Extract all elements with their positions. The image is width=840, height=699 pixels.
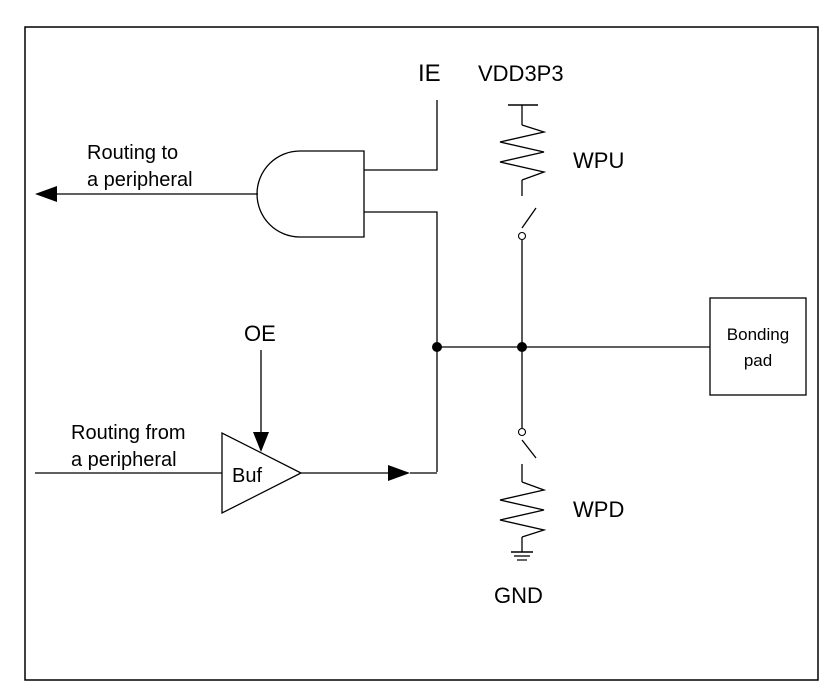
wpu-switch-blade (521, 207, 537, 229)
routing-from-label-line1: Routing from (71, 422, 186, 444)
junction-dot-left (432, 342, 442, 352)
ie-wire (364, 100, 438, 171)
oe-arrow (253, 432, 269, 452)
buffer-output-arrow (388, 465, 410, 481)
routing-to-arrow (35, 186, 57, 202)
gnd-label: GND (494, 583, 543, 608)
vdd-label: VDD3P3 (478, 61, 564, 86)
routing-to-label-line2: a peripheral (87, 169, 193, 191)
and-gate (256, 150, 365, 238)
wpu-resistor (499, 124, 547, 181)
wpu-label: WPU (573, 148, 624, 173)
wpu-switch-contact (517, 231, 527, 241)
wpd-resistor (499, 481, 547, 538)
diagram-frame (24, 26, 819, 681)
wpd-switch-blade (521, 439, 537, 459)
bonding-pad-label-line2: pad (744, 351, 772, 370)
wpd-label: WPD (573, 497, 624, 522)
pad-feedback-wire (364, 211, 438, 472)
oe-label: OE (244, 321, 276, 346)
buf-label: Buf (232, 465, 262, 487)
bonding-pad-label-line1: Bonding (727, 325, 789, 344)
bonding-pad-box (709, 297, 807, 396)
routing-to-label-line1: Routing to (87, 142, 178, 164)
wpd-switch-contact (517, 427, 527, 437)
ie-label: IE (418, 60, 441, 87)
routing-from-label-line2: a peripheral (71, 449, 177, 471)
